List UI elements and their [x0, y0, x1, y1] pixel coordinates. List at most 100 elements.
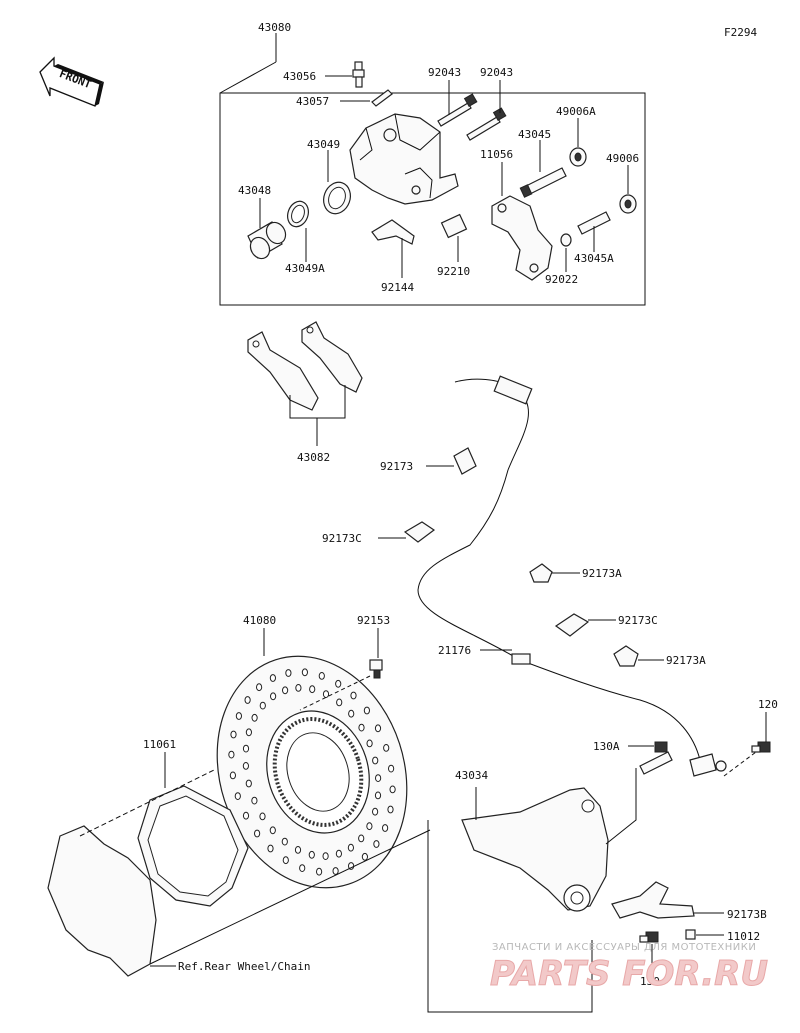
dust-seal: [287, 200, 309, 228]
disc-hole: [358, 723, 365, 732]
disc-hole: [363, 706, 370, 715]
callout-92153: 92153: [357, 614, 390, 627]
bleeder-valve: [352, 61, 365, 88]
disc-hole: [245, 779, 252, 788]
disc-hole: [242, 762, 249, 770]
disc-hole: [269, 826, 276, 835]
disc-hole: [244, 696, 251, 704]
disc-hole: [229, 771, 236, 780]
disc-hole: [242, 811, 250, 820]
bleeder-cap: [371, 89, 393, 107]
disc-hole: [322, 852, 329, 860]
disc-hole: [251, 796, 258, 805]
disc-hole: [309, 685, 316, 694]
disc-hole: [254, 829, 261, 838]
washer: [560, 233, 572, 247]
callout-92043-b: 92043: [480, 66, 513, 79]
disc-hole: [301, 668, 308, 677]
cable-bracket: [611, 881, 695, 919]
brake-disc: [216, 655, 408, 889]
sensor-bolt: [751, 741, 771, 753]
disc-hole: [373, 840, 380, 848]
disc-hole: [366, 822, 373, 831]
watermark-brand: PARTS FOR.RU: [490, 954, 768, 994]
disc-hole: [256, 683, 263, 692]
callout-43045A: 43045A: [574, 252, 614, 265]
callout-130: 130: [640, 975, 660, 988]
disc-hole: [374, 791, 382, 800]
callout-21176: 21176: [438, 644, 471, 657]
bracket-collar: [440, 213, 468, 239]
disc-hole: [358, 834, 365, 843]
cable-clip: [554, 613, 590, 637]
disc-hole: [348, 709, 355, 718]
caliper-body: [349, 113, 459, 205]
disc-hole: [322, 690, 330, 698]
callout-92173C-a: 92173C: [322, 532, 362, 545]
disc-hole: [336, 698, 343, 707]
disc-hole: [282, 856, 289, 865]
disc-hole: [295, 684, 302, 692]
caliper-assembly-box: [219, 33, 646, 306]
disc-bolt: [369, 659, 383, 679]
pin-boot: [619, 194, 637, 214]
callout-41080: 41080: [243, 614, 276, 627]
disc-hole: [270, 692, 277, 701]
callout-43049: 43049: [307, 138, 340, 151]
disc-hole: [335, 679, 342, 688]
disc-hole: [389, 785, 396, 794]
callout-92173C-b: 92173C: [618, 614, 658, 627]
reference-note: Ref.Rear Wheel/Chain: [178, 960, 310, 973]
callout-92210: 92210: [437, 265, 470, 278]
brake-pad-left: [247, 331, 319, 411]
callout-92173: 92173: [380, 460, 413, 473]
callout-11012: 11012: [727, 930, 760, 943]
piston: [247, 221, 287, 260]
callout-120: 120: [758, 698, 778, 711]
caliper-bracket: [491, 195, 553, 281]
caliper-holder: [461, 787, 609, 912]
disc-hole: [259, 812, 266, 821]
pin-boot: [569, 147, 587, 167]
disc-hole: [267, 844, 274, 853]
callout-49006A: 49006A: [556, 105, 596, 118]
disc-hole: [259, 701, 266, 710]
disc-hole: [282, 686, 289, 695]
callout-11056: 11056: [480, 148, 513, 161]
disc-hole: [308, 850, 315, 859]
callout-49006: 49006: [606, 152, 639, 165]
callout-43034: 43034: [455, 769, 488, 782]
disc-hole: [294, 846, 302, 854]
cable-clamp: [453, 447, 477, 475]
wheel-hub: [47, 769, 431, 977]
disc-hole: [285, 669, 292, 677]
disc-hole: [251, 713, 258, 722]
bracket-bolt: [639, 931, 659, 943]
callout-11061: 11061: [143, 738, 176, 751]
slide-pin: [437, 93, 478, 127]
rubber-grommet: [685, 929, 696, 940]
disc-hole: [316, 867, 323, 876]
callout-43045: 43045: [518, 128, 551, 141]
callout-43049A: 43049A: [285, 262, 325, 275]
disc-hole: [242, 744, 250, 753]
disc-hole: [374, 724, 382, 733]
disc-hole: [347, 843, 354, 852]
bracket-pin: [519, 167, 567, 198]
disc-hole: [382, 824, 389, 832]
callout-43082: 43082: [297, 451, 330, 464]
pad-spring: [371, 219, 415, 245]
disc-hole: [366, 739, 373, 748]
disc-hole: [230, 730, 237, 739]
callout-130A: 130A: [593, 740, 620, 753]
callout-43057: 43057: [296, 95, 329, 108]
disc-hole: [350, 691, 357, 700]
disc-holes: [228, 668, 396, 876]
callout-43056: 43056: [283, 70, 316, 83]
callout-43048: 43048: [238, 184, 271, 197]
slide-pin: [466, 107, 507, 141]
callout-92043-a: 92043: [428, 66, 461, 79]
disc-hole: [318, 672, 325, 680]
disc-hole: [332, 867, 339, 875]
